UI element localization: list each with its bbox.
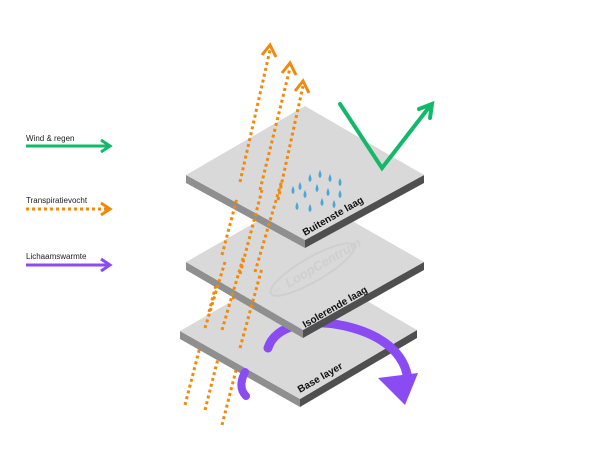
legend-label-sweat: Transpiratievocht [26,196,88,205]
wind-rain-arrow [338,100,435,172]
body-heat-arrow [237,318,418,405]
sweat-arrowheads [260,42,311,94]
insulating-layer-plate [186,194,424,338]
orange-dotted-arrow-icon [26,201,113,217]
rain-drops-icon [291,170,342,212]
green-arrow-icon [26,138,113,154]
outer-layer-plate [186,106,424,248]
legend-label-heat: Lichaamswarmte [26,252,87,261]
legend-label-wind: Wind & regen [26,134,74,143]
purple-arrow-icon [26,257,113,273]
sweat-paths-front [203,49,305,349]
watermark-prefix: het [273,286,283,295]
legend: Wind & regen Transpiratievocht Lichaamsw… [26,134,113,273]
